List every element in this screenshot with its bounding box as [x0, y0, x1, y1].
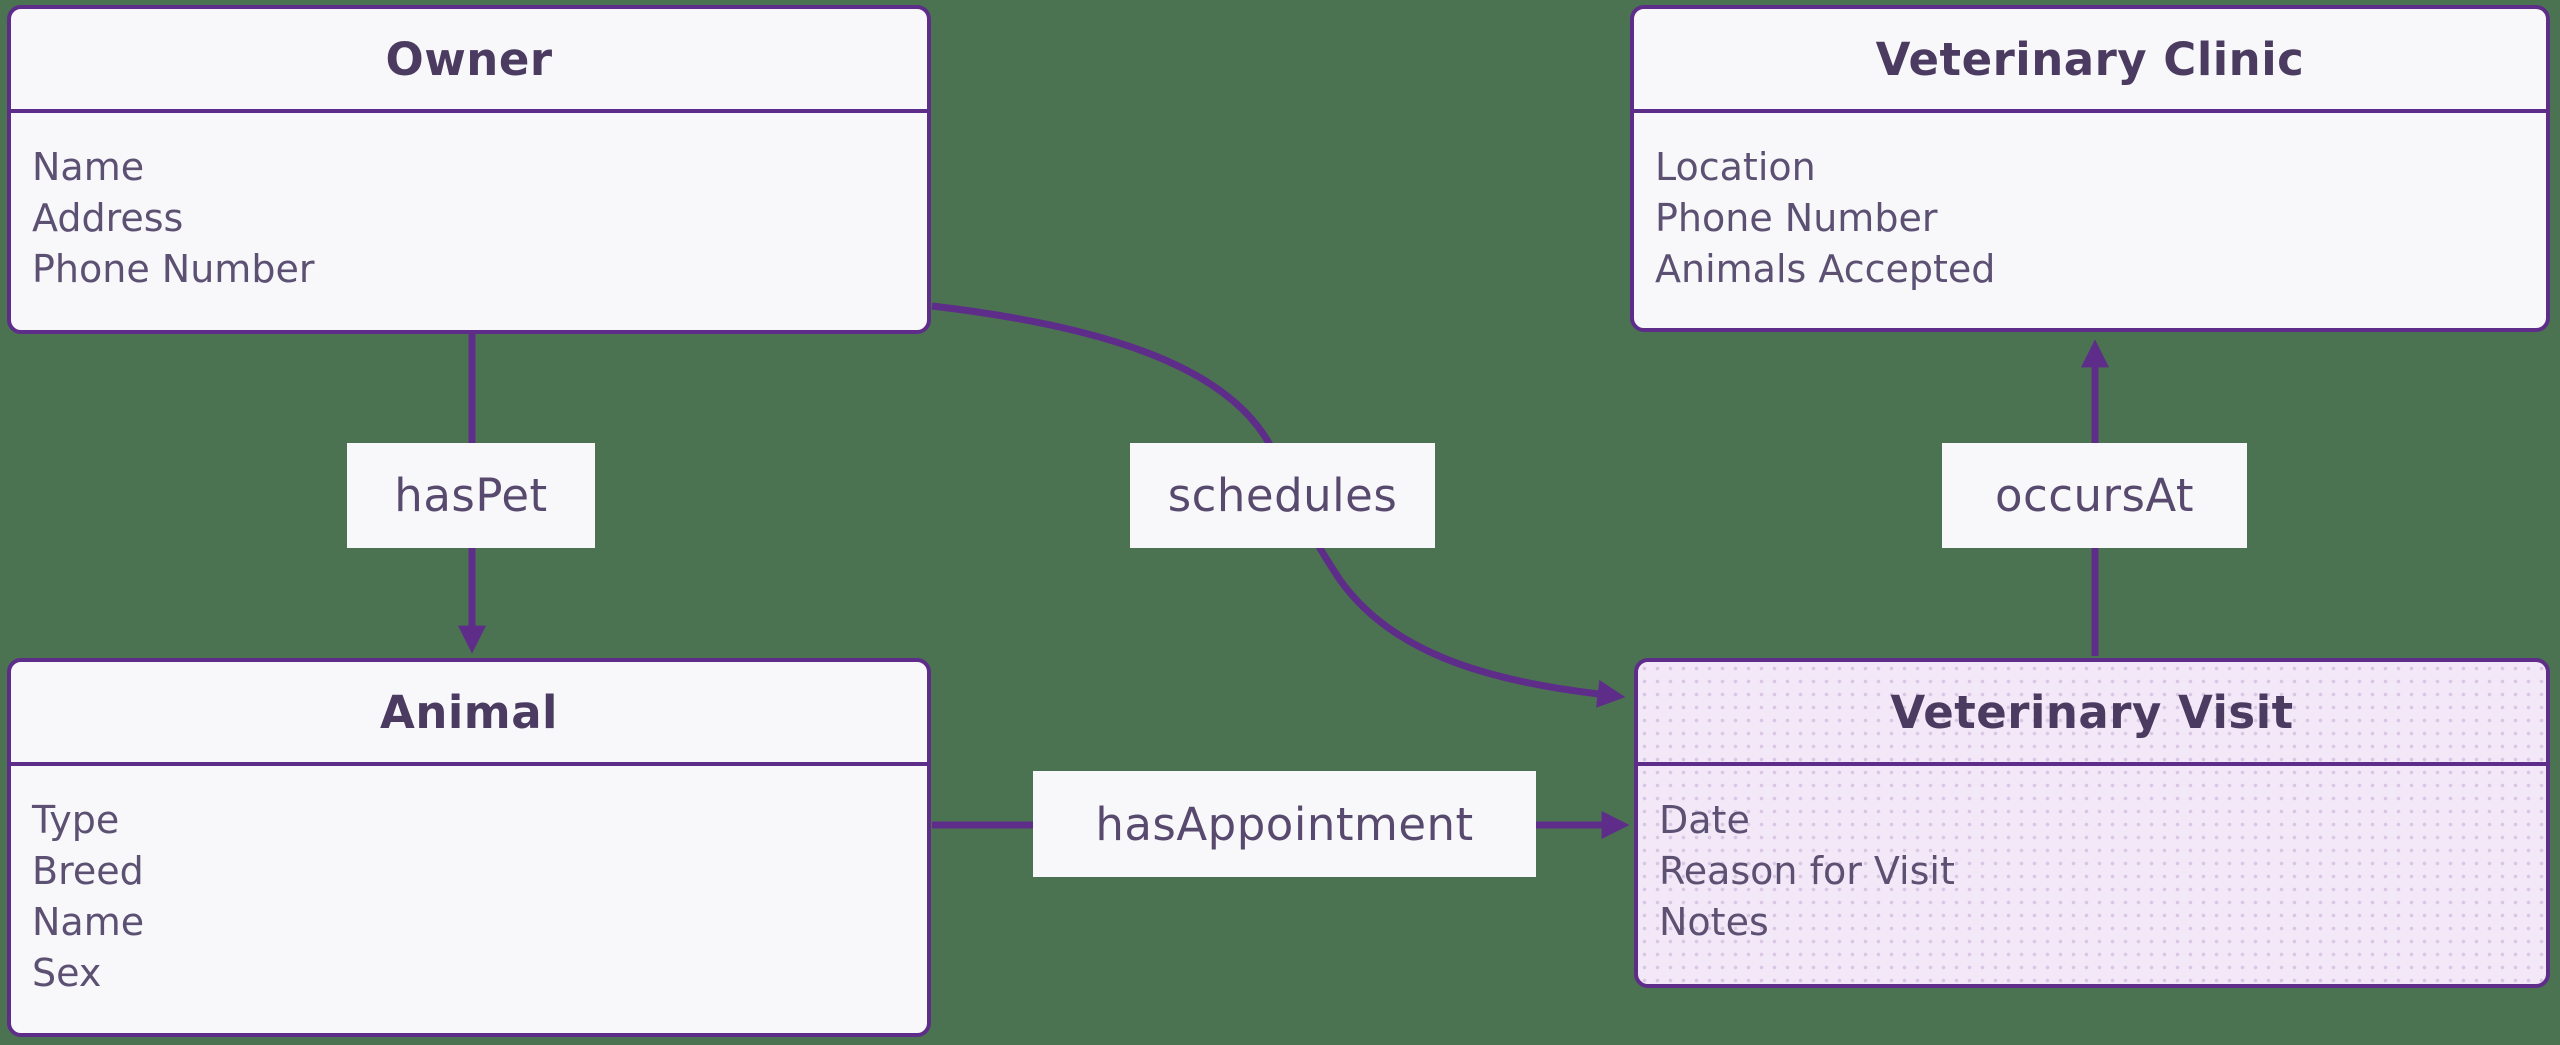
attribute-line: Name [32, 900, 145, 944]
attribute-line: Sex [32, 951, 102, 995]
attribute-line: Phone Number [32, 247, 315, 291]
attribute-line: Reason for Visit [1659, 849, 1955, 893]
attribute-line: Notes [1659, 900, 1769, 944]
relationship-label-hasAppointment[interactable]: hasAppointment [1033, 771, 1536, 877]
attribute-line: Address [32, 196, 184, 240]
attribute-line: Location [1655, 145, 1816, 189]
relationship-label-schedules[interactable]: schedules [1130, 443, 1435, 548]
entity-owner-title: Owner [11, 9, 927, 113]
entity-veterinary-clinic-title: Veterinary Clinic [1634, 9, 2546, 113]
entity-veterinary-visit-title: Veterinary Visit [1638, 662, 2546, 766]
attribute-line: Type [32, 798, 120, 842]
relationship-label-occursAt[interactable]: occursAt [1942, 443, 2247, 548]
attribute-line: Phone Number [1655, 196, 1938, 240]
attribute-line: Breed [32, 849, 144, 893]
attribute-line: Animals Accepted [1655, 247, 1996, 291]
relationship-label-hasPet[interactable]: hasPet [347, 443, 595, 548]
entity-animal-title: Animal [11, 662, 927, 766]
attribute-line: Date [1659, 798, 1750, 842]
attribute-line: Name [32, 145, 145, 189]
